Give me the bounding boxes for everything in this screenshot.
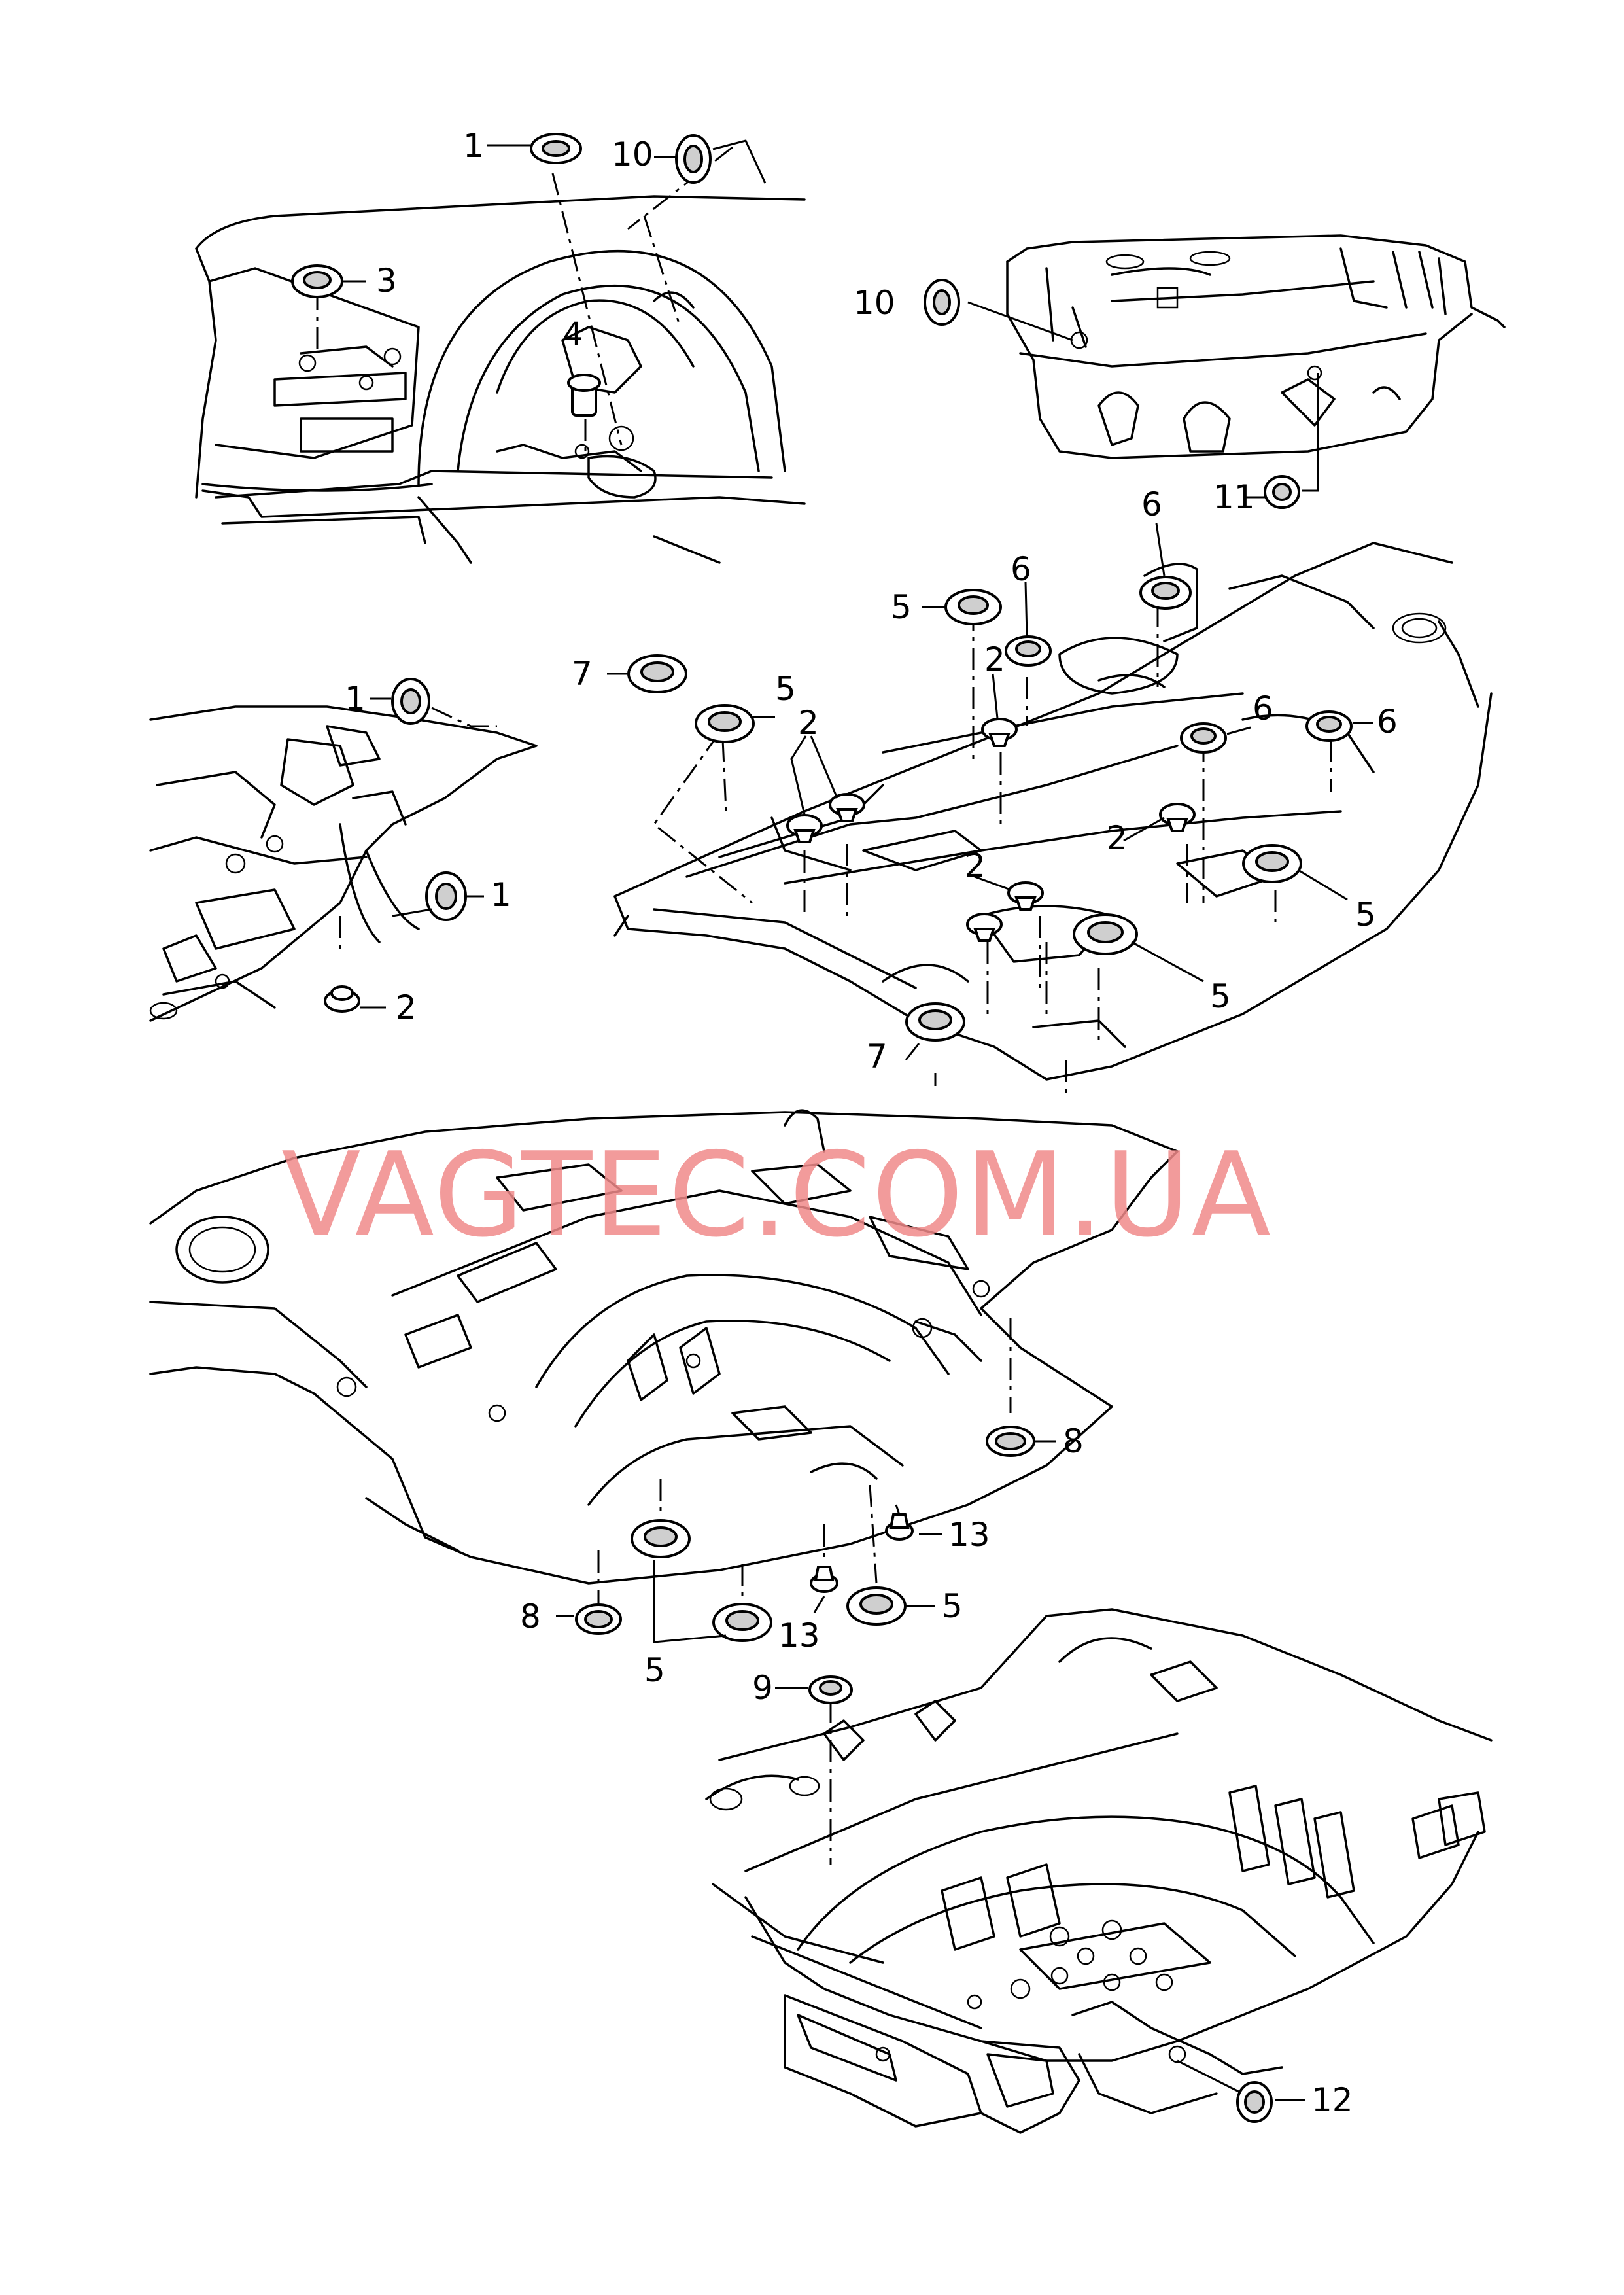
label-7: 7 (867, 1038, 888, 1076)
rear-floor-view: 8 13 8 5 13 5 (149, 1109, 1179, 1689)
label-5: 5 (1210, 977, 1231, 1015)
clip-icon (981, 718, 1018, 747)
label-5: 5 (644, 1651, 665, 1689)
label-2: 2 (1107, 819, 1128, 857)
label-6: 6 (1011, 550, 1031, 588)
label-5: 5 (942, 1587, 963, 1625)
label-10: 10 (854, 284, 895, 322)
label-2: 2 (798, 704, 819, 742)
watermark: VAGTEC.COM.UA (281, 1127, 1272, 1263)
clip-icon (324, 985, 360, 1013)
label-12: 12 (1311, 2081, 1353, 2119)
label-3: 3 (376, 262, 397, 300)
label-2: 2 (984, 640, 1005, 678)
label-13: 13 (948, 1516, 990, 1554)
label-6: 6 (1253, 690, 1273, 727)
clip-icon (786, 814, 823, 843)
label-2: 2 (396, 989, 417, 1026)
label-7: 7 (572, 655, 593, 693)
clip-icon (810, 1566, 838, 1593)
label-6: 6 (1377, 703, 1398, 741)
label-5: 5 (775, 670, 796, 708)
label-5: 5 (1355, 896, 1376, 934)
floor-pan-view: 6 6 5 7 5 2 2 6 6 2 2 5 5 7 (572, 485, 1493, 1099)
plug-icon (567, 374, 601, 417)
label-2: 2 (965, 847, 986, 885)
label-1: 1 (463, 127, 484, 165)
label-9: 9 (752, 1669, 773, 1707)
label-5: 5 (891, 588, 912, 626)
side-floor-view: 1 1 2 (149, 678, 538, 1026)
label-11: 11 (1213, 478, 1255, 516)
clip-icon (1159, 803, 1196, 832)
trunk-floor-view: 9 12 (705, 1608, 1493, 2134)
label-4: 4 (562, 315, 583, 353)
label-1: 1 (345, 680, 366, 718)
label-6: 6 (1141, 485, 1162, 523)
label-1: 1 (491, 876, 511, 914)
label-8: 8 (520, 1598, 541, 1636)
clip-icon (829, 793, 865, 822)
clip-icon (1007, 881, 1044, 911)
label-10: 10 (612, 135, 653, 173)
clip-icon (885, 1513, 914, 1541)
label-13: 13 (778, 1617, 820, 1655)
fuel-tank-view: 10 11 (854, 234, 1506, 516)
label-8: 8 (1063, 1422, 1084, 1460)
clip-icon (966, 913, 1003, 942)
front-wheel-arch-view: 1 10 3 4 (195, 127, 806, 564)
